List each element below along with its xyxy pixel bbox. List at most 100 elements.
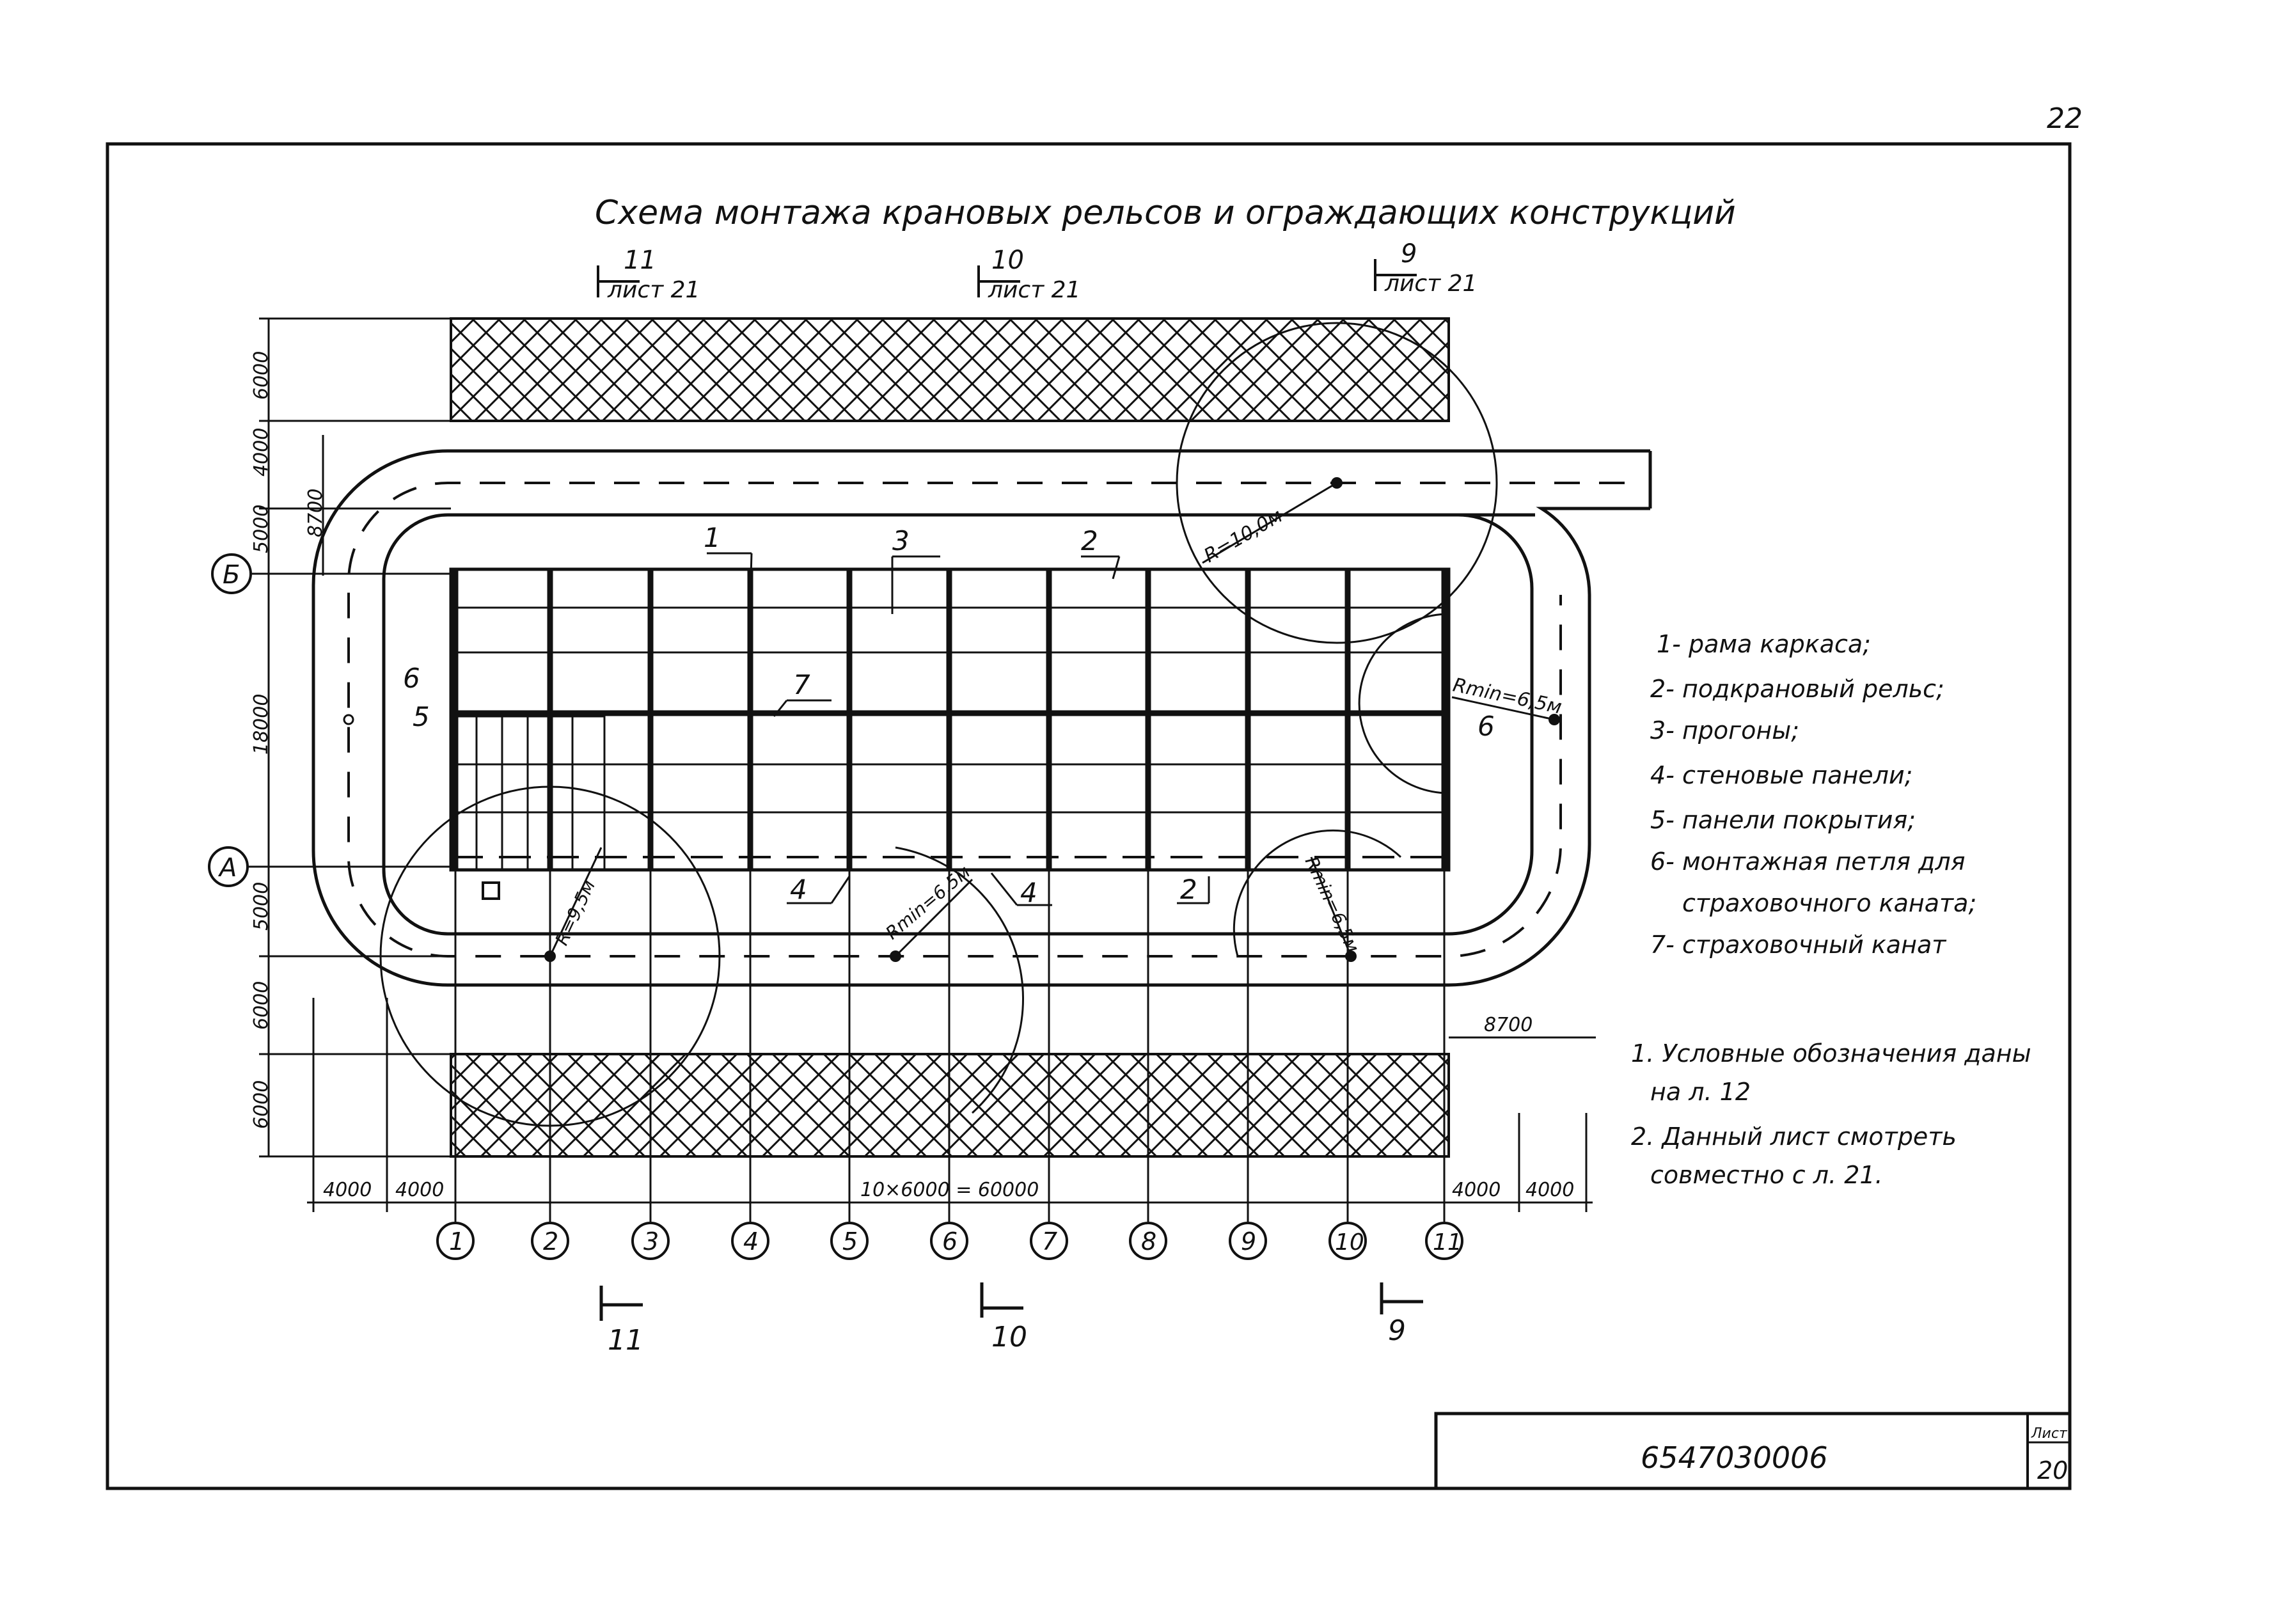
column-axis-10: 10 xyxy=(1328,1222,1367,1260)
legend-item-2: 2- подкрановый рельс; xyxy=(1650,675,1944,703)
radius-label-4: Rmin=6,5м xyxy=(881,861,974,943)
drawing-title: Схема монтажа крановых рельсов и огражда… xyxy=(595,194,1736,232)
svg-text:4000: 4000 xyxy=(250,428,272,477)
svg-text:4: 4 xyxy=(743,1227,759,1256)
svg-text:6000: 6000 xyxy=(250,981,272,1030)
dim-right-8700: 8700 xyxy=(1449,1014,1596,1039)
column-axis-lines xyxy=(454,870,1446,1222)
crane-symbol xyxy=(482,881,500,900)
section-mark-top-10: 10 лист 21 xyxy=(977,246,1080,303)
callout-3: 3 xyxy=(892,525,910,556)
svg-text:5000: 5000 xyxy=(250,505,272,553)
callout-1: 1 xyxy=(704,522,721,553)
note-2: 2. Данный лист смотреть xyxy=(1631,1123,1957,1151)
svg-text:4000: 4000 xyxy=(323,1179,372,1201)
column-axis-8: 8 xyxy=(1129,1222,1167,1260)
callout-2-bottom: 2 xyxy=(1180,874,1197,905)
title-block: 6547030006 Лист 20 xyxy=(1434,1412,2072,1490)
roof-panels xyxy=(450,715,606,900)
svg-text:8: 8 xyxy=(1141,1227,1156,1256)
callout-2-top: 2 xyxy=(1081,525,1098,556)
radius-lines xyxy=(549,482,1555,958)
callout-4-left: 4 xyxy=(790,874,807,905)
svg-text:11: 11 xyxy=(608,1324,643,1357)
column-axis-6: 6 xyxy=(930,1222,968,1260)
svg-text:4000: 4000 xyxy=(1525,1179,1574,1201)
legend-item-7: 7- страховочный канат xyxy=(1650,931,1947,959)
svg-text:11: 11 xyxy=(624,246,656,275)
legend: 1- рама каркаса; 2- подкрановый рельс; 3… xyxy=(1650,630,1976,959)
frame-columns xyxy=(452,569,1447,870)
callout-7: 7 xyxy=(793,669,810,700)
column-axis-1: 1 xyxy=(436,1222,475,1260)
column-axis-11: 11 xyxy=(1425,1222,1463,1260)
svg-text:4000: 4000 xyxy=(1452,1179,1501,1201)
drawing-frame xyxy=(106,142,2072,1490)
crane-road-inner xyxy=(382,513,1535,936)
svg-text:лист 21: лист 21 xyxy=(1384,271,1477,297)
crane-road-outer xyxy=(311,449,1650,987)
column-axis-bubbles: 1 2 3 4 5 6 7 8 9 10 11 xyxy=(436,1222,1463,1260)
svg-text:10: 10 xyxy=(1335,1229,1364,1256)
legend-item-4: 4- стеновые панели; xyxy=(1650,761,1912,789)
section-mark-top-11: 11 лист 21 xyxy=(597,246,700,303)
radius-label-3: R=9,5м xyxy=(551,877,599,949)
section-mark-bottom-11: 11 xyxy=(599,1286,643,1357)
legend-item-6: 6- монтажная петля для xyxy=(1650,847,1965,876)
svg-text:5000: 5000 xyxy=(250,882,272,931)
svg-text:1: 1 xyxy=(449,1227,464,1256)
legend-item-3: 3- прогоны; xyxy=(1650,716,1799,745)
legend-item-5: 5- панели покрытия; xyxy=(1650,806,1916,834)
svg-text:10: 10 xyxy=(991,246,1024,275)
column-axis-5: 5 xyxy=(830,1222,869,1260)
callout-4-right: 4 xyxy=(1020,877,1037,908)
note-1: 1. Условные обозначения даны xyxy=(1631,1039,2031,1068)
svg-text:2: 2 xyxy=(543,1227,558,1256)
svg-text:18000: 18000 xyxy=(250,694,272,755)
sheet-label: Лист xyxy=(2031,1426,2068,1442)
svg-text:11: 11 xyxy=(1433,1229,1462,1256)
svg-text:4000: 4000 xyxy=(395,1179,444,1201)
section-mark-bottom-10: 10 xyxy=(980,1282,1027,1353)
svg-text:6000: 6000 xyxy=(250,1080,272,1129)
note-1-cont: на л. 12 xyxy=(1650,1078,1751,1106)
column-axis-7: 7 xyxy=(1030,1222,1068,1260)
document-code: 6547030006 xyxy=(1641,1440,1828,1475)
svg-text:6: 6 xyxy=(942,1227,958,1256)
column-axis-2: 2 xyxy=(531,1222,569,1260)
svg-text:лист 21: лист 21 xyxy=(607,277,700,303)
svg-text:9: 9 xyxy=(1241,1227,1256,1256)
page-number: 22 xyxy=(2047,102,2083,135)
column-axis-9: 9 xyxy=(1229,1222,1267,1260)
column-axis-3: 3 xyxy=(631,1222,670,1260)
svg-text:8700: 8700 xyxy=(304,489,327,537)
radius-label-2: Rmin=6,5м xyxy=(1451,674,1563,719)
svg-text:5: 5 xyxy=(842,1227,858,1256)
column-axis-4: 4 xyxy=(731,1222,769,1260)
legend-item-1: 1- рама каркаса; xyxy=(1657,630,1871,658)
section-mark-bottom-9: 9 xyxy=(1380,1282,1423,1347)
sheet-number: 20 xyxy=(2037,1456,2068,1485)
svg-text:7: 7 xyxy=(1042,1227,1057,1256)
notes: 1. Условные обозначения даны на л. 12 2.… xyxy=(1631,1039,2031,1189)
svg-text:Б: Б xyxy=(223,560,240,590)
svg-text:6000: 6000 xyxy=(250,351,272,400)
svg-text:3: 3 xyxy=(643,1227,659,1256)
svg-text:10: 10 xyxy=(991,1321,1027,1353)
note-2-cont: совместно с л. 21. xyxy=(1650,1161,1883,1189)
legend-item-6-cont: страховочного каната; xyxy=(1682,889,1976,917)
dims-left: 6000 4000 5000 18000 5000 6000 6000 8700 xyxy=(250,317,451,1158)
row-axis-a: А xyxy=(208,846,451,887)
callout-6-left: 6 xyxy=(403,663,420,694)
svg-text:лист 21: лист 21 xyxy=(988,277,1080,303)
callout-5: 5 xyxy=(413,701,430,732)
svg-text:9: 9 xyxy=(1401,239,1417,269)
storage-zone-top xyxy=(450,317,1450,422)
crane-path-centerline xyxy=(347,482,1625,958)
callout-leaders xyxy=(707,552,1210,906)
svg-text:А: А xyxy=(217,853,237,883)
section-mark-top-9: 9 лист 21 xyxy=(1374,239,1477,297)
svg-text:9: 9 xyxy=(1388,1314,1406,1347)
svg-text:8700: 8700 xyxy=(1484,1014,1533,1036)
